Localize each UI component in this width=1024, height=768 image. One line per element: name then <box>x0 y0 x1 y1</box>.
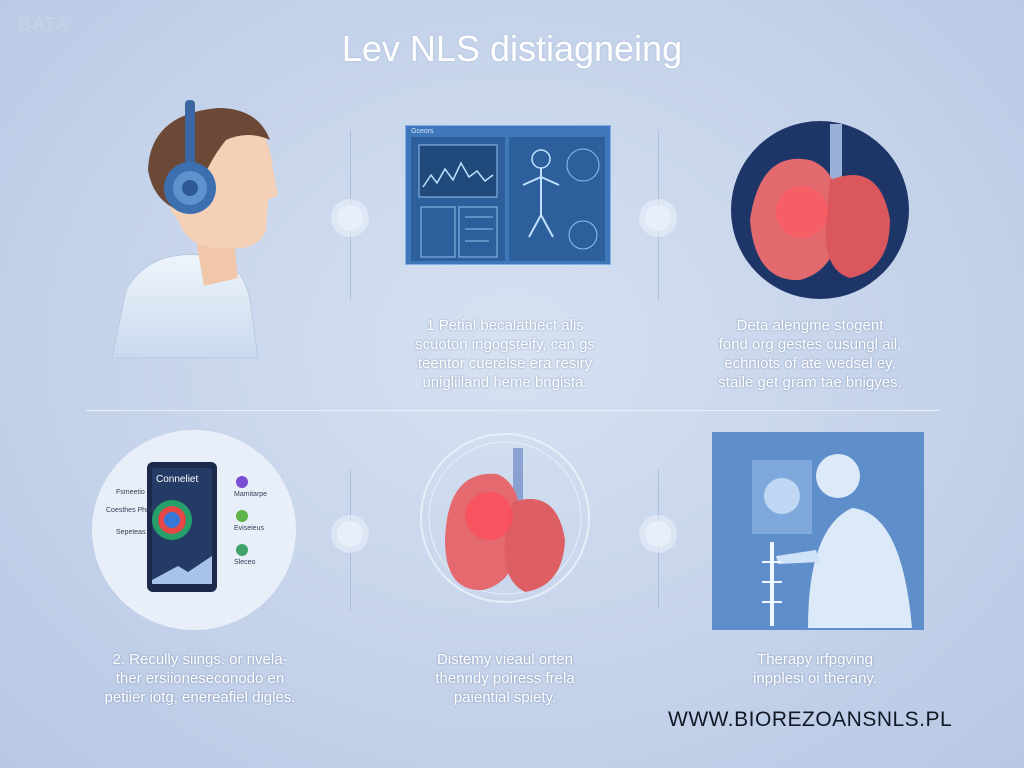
caption-line: teentor cuerelse era resiry <box>417 355 593 372</box>
timeline-dot <box>337 205 363 231</box>
tablet-left-label: Sepeteas <box>116 529 146 536</box>
caption-line: fond org gestes cusungl ail, <box>718 336 902 353</box>
diagnostic-monitor-illustration: Gceors <box>405 125 611 265</box>
caption-line: thenndy poiress frela <box>435 670 575 687</box>
caption-line: Therapy irfpgving <box>757 651 873 668</box>
tablet-right-label: Eviseieus <box>234 525 264 532</box>
caption-line: unigliiland heme bngista. <box>422 374 588 391</box>
step-caption: Distemy vieaul orten thenndy poiress fre… <box>385 650 625 707</box>
step-caption: 2. Recully siings. or rivela- ther ersii… <box>70 650 330 707</box>
tablet-right-label: Sleceo <box>234 559 256 566</box>
step-caption: Deta alengme stogent fond org gestes cus… <box>680 316 940 392</box>
caption-line: petiier iotg, enereafiel digles. <box>104 689 296 706</box>
horizontal-divider <box>86 410 940 411</box>
corner-mark: BATA <box>18 14 70 34</box>
lungs-rings-illustration <box>420 433 590 603</box>
website-url: WWW.BIOREZOANSNLS.PL <box>668 708 953 731</box>
caption-line: Deta alengme stogent <box>736 317 884 334</box>
caption-line: scuoton ingogsteify, can gs <box>415 336 595 353</box>
caption-line: ther ersiioneseconodo en <box>115 670 285 687</box>
caption-line: 1 Petial becalathect alis <box>426 317 584 334</box>
caption-line: Distemy vieaul orten <box>437 651 573 668</box>
tablet-left-label: Fsmeetio <box>116 489 145 496</box>
caption-line: echniots of ate wedsel ey, <box>724 355 896 372</box>
timeline-dot <box>645 205 671 231</box>
tablet-right-label: Mamitarpe <box>234 491 267 498</box>
timeline-dot <box>337 521 363 547</box>
tablet-illustration: Conneliet Fsmeetio Coesthes Phne Sepetea… <box>106 462 267 592</box>
caption-line: inpplesi oi therany. <box>753 670 877 687</box>
therapy-illustration <box>712 432 924 630</box>
person-headphones-illustration <box>111 100 278 359</box>
step-caption: 1 Petial becalathect alis scuoton ingogs… <box>370 316 640 392</box>
tablet-left-label: Coesthes Phne <box>106 507 154 514</box>
caption-line: paiential spiety. <box>453 689 557 706</box>
step-caption: Therapy irfpgving inpplesi oi therany. <box>710 650 920 688</box>
lungs-circle-illustration <box>731 121 909 299</box>
timeline-dot <box>645 521 671 547</box>
tablet-title: Conneliet <box>156 474 198 485</box>
monitor-label: Gceors <box>411 128 434 135</box>
caption-line: 2. Recully siings. or rivela- <box>112 651 288 668</box>
page-title: Lev NLS distiagneing <box>341 28 683 69</box>
caption-line: staile get gram tae bnigyes. <box>718 374 902 391</box>
